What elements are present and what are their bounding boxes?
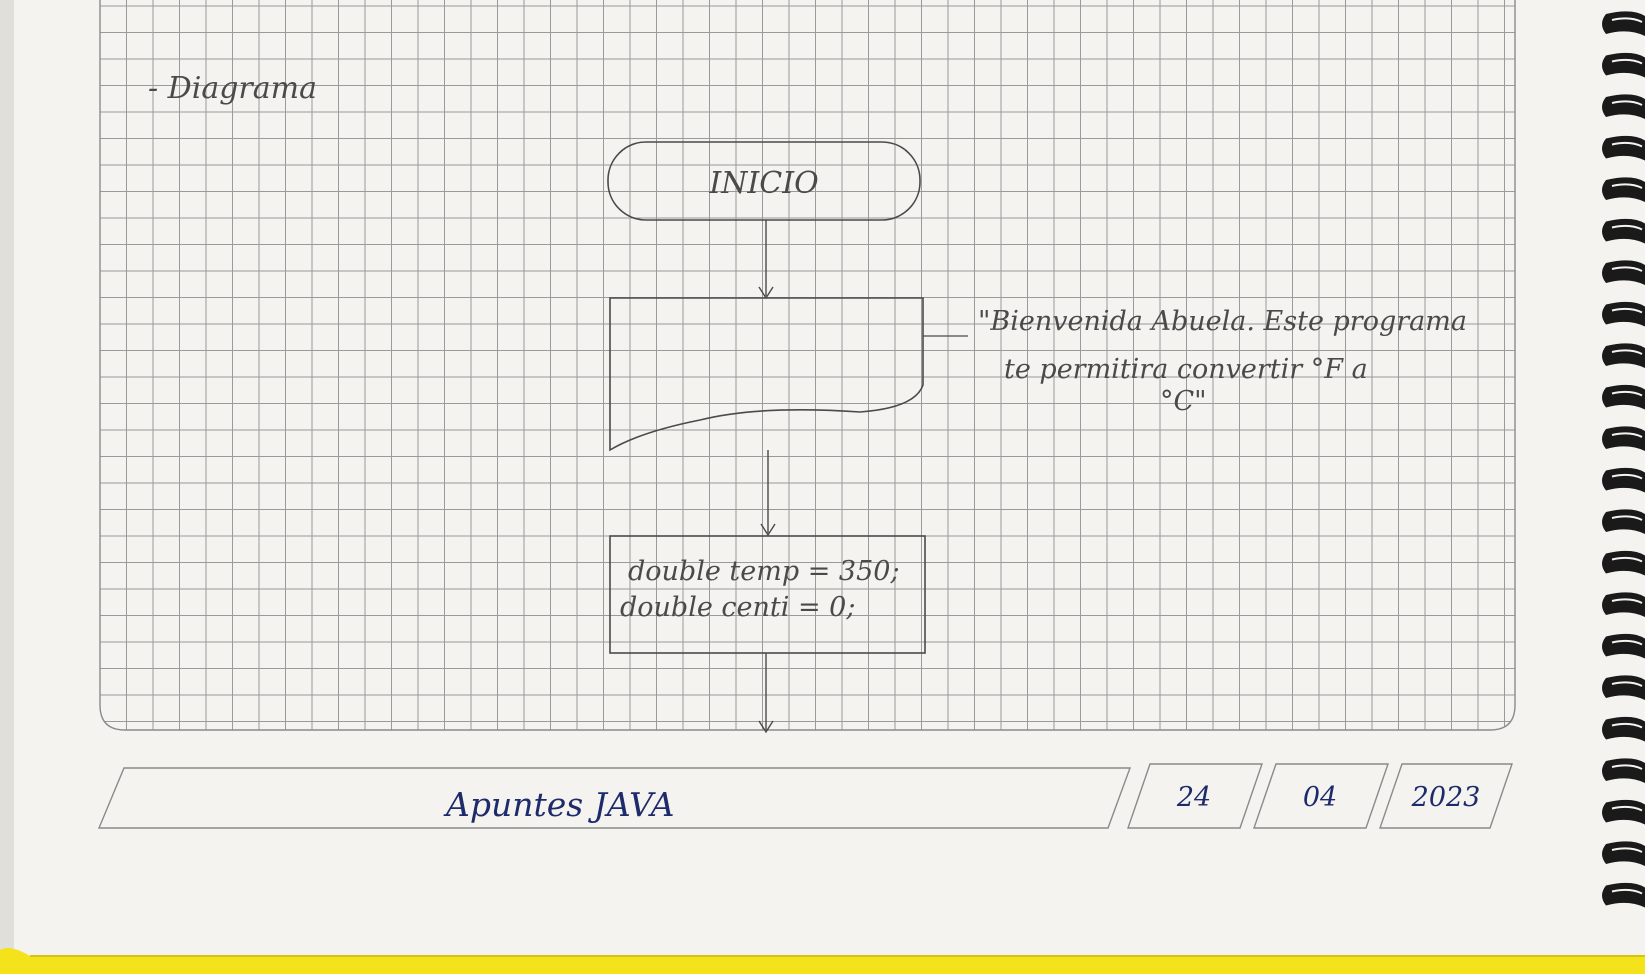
spiral-ring-highlight — [1611, 432, 1643, 438]
process-line-1: double temp = 350; — [628, 556, 900, 587]
spiral-ring — [1602, 218, 1645, 244]
spiral-ring-highlight — [1611, 556, 1643, 563]
spiral-ring — [1602, 52, 1645, 78]
spiral-ring — [1602, 550, 1645, 576]
spiral-ring — [1602, 716, 1645, 742]
spiral-ring — [1602, 882, 1645, 908]
spiral-ring — [1602, 343, 1645, 368]
spiral-ring — [1602, 11, 1645, 36]
spiral-binding — [1602, 11, 1645, 908]
spiral-ring — [1602, 592, 1645, 617]
spiral-ring-highlight — [1611, 681, 1643, 687]
spiral-ring-highlight — [1611, 349, 1643, 355]
spiral-ring — [1602, 260, 1645, 285]
spiral-ring-highlight — [1611, 847, 1643, 853]
spiral-ring-highlight — [1611, 100, 1643, 106]
footer-month-cell — [1253, 763, 1389, 829]
spiral-ring — [1602, 135, 1645, 161]
arrow-head-3 — [758, 720, 774, 734]
start-terminator — [607, 141, 921, 221]
output-text-line-3: °C" — [1160, 386, 1207, 417]
spiral-ring — [1602, 384, 1645, 410]
grid-lines — [100, 0, 1515, 730]
process-box — [609, 535, 926, 654]
footer-year-cell — [1379, 763, 1513, 829]
spiral-ring — [1602, 177, 1645, 202]
spiral-ring — [1602, 301, 1645, 327]
spiral-ring — [1602, 426, 1645, 451]
spiral-ring — [1602, 94, 1645, 119]
spiral-ring-highlight — [1611, 805, 1643, 812]
spiral-ring — [1602, 675, 1645, 700]
output-text-line-2: te permitira convertir °F a — [1004, 354, 1368, 385]
spiral-ring-highlight — [1611, 764, 1643, 770]
spiral-ring — [1602, 509, 1645, 534]
output-document-symbol — [609, 297, 924, 452]
footer-month-text: 04 — [1303, 782, 1337, 813]
footer-band — [97, 763, 1513, 829]
spiral-ring — [1602, 758, 1645, 783]
spiral-ring-highlight — [1611, 639, 1643, 646]
spiral-ring-highlight — [1611, 17, 1643, 23]
spiral-ring-highlight — [1611, 224, 1643, 231]
spiral-ring — [1602, 633, 1645, 659]
grid-border — [99, 0, 1516, 731]
output-text-line-1: "Bienvenida Abuela. Este programa — [978, 306, 1467, 337]
spiral-ring — [1602, 467, 1645, 493]
yellow-cover-edge — [0, 948, 1645, 974]
spiral-ring-highlight — [1611, 307, 1643, 314]
footer-day-cell — [1127, 763, 1263, 829]
footer-subject-text: Apuntes JAVA — [443, 785, 675, 824]
spiral-ring-highlight — [1611, 473, 1643, 480]
arrow-head-2 — [760, 523, 776, 537]
spiral-ring-highlight — [1611, 58, 1643, 65]
spiral-ring-highlight — [1611, 515, 1643, 521]
spiral-ring-highlight — [1611, 598, 1643, 604]
footer-year-text: 2023 — [1411, 782, 1481, 813]
spiral-ring-highlight — [1611, 722, 1643, 729]
spiral-ring-highlight — [1611, 888, 1643, 895]
spiral-ring-highlight — [1611, 141, 1643, 148]
spiral-ring-highlight — [1611, 183, 1643, 189]
heading-text: - Diagrama — [148, 71, 317, 106]
footer-day-text: 24 — [1176, 782, 1211, 813]
start-label: INICIO — [708, 166, 818, 201]
paper-edge-shadow — [0, 0, 14, 974]
spiral-ring-highlight — [1611, 390, 1643, 397]
process-line-2: double centi = 0; — [620, 592, 855, 623]
spiral-ring — [1602, 841, 1645, 866]
spiral-ring-highlight — [1611, 266, 1643, 272]
footer-subject-cell — [97, 767, 1132, 829]
spiral-ring — [1602, 799, 1645, 825]
